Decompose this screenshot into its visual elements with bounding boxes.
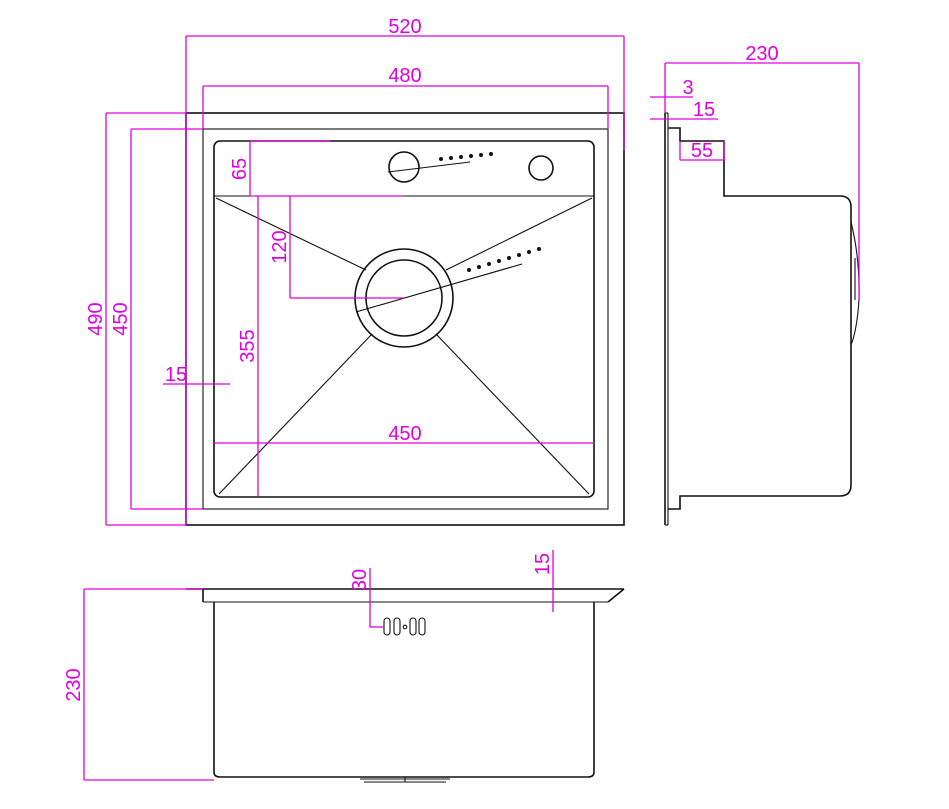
dim-front-rim-height: 15: [532, 550, 554, 612]
dim-step-width: 55: [679, 140, 725, 162]
dim-side-rim-height: 15: [650, 99, 718, 121]
sink-deck-outline: [213, 140, 595, 498]
svg-text:480: 480: [388, 65, 421, 87]
front-rim-edge: [607, 588, 625, 603]
dim-deck-depth: 65: [229, 140, 404, 197]
bowl-slope-line: [215, 197, 367, 271]
dim-overall-width: 520: [185, 16, 625, 525]
svg-text:520: 520: [388, 16, 421, 38]
side-body-outline: [668, 127, 852, 510]
front-view: 230 30 15: [63, 550, 625, 783]
dim-bowl-width: 450: [214, 423, 594, 445]
bowl-slope-line: [445, 197, 593, 271]
overflow-slots: [383, 617, 426, 636]
dim-front-depth: 230: [63, 588, 214, 781]
sink-inner-rim: [202, 128, 609, 510]
dim-inner-width: 480: [202, 65, 609, 129]
dim-side-depth: 230: [664, 43, 860, 300]
svg-text:15: 15: [165, 364, 187, 386]
svg-text:355: 355: [237, 329, 259, 362]
dim-overall-depth: 490: [85, 112, 186, 526]
svg-text:65: 65: [229, 158, 251, 180]
accessory-hole: [528, 155, 554, 181]
sink-outer-rim: [185, 112, 625, 526]
dim-drain-offset: 120: [269, 196, 404, 299]
bowl-slope-line: [435, 333, 590, 495]
dim-inner-depth: 450: [110, 128, 203, 510]
faucet-hole: [388, 151, 420, 183]
side-view: 230 3 15 55: [650, 43, 860, 526]
drain-spray-line: [355, 263, 523, 313]
drain-spray-dots: [467, 247, 541, 272]
top-view: 520 480 450 490 450 65: [85, 16, 625, 526]
faucet-spray-line: [387, 161, 471, 173]
faucet-spray-dots: [439, 152, 493, 161]
svg-text:55: 55: [691, 140, 713, 162]
svg-text:3: 3: [682, 77, 693, 99]
dim-flange-thickness: 3: [650, 77, 694, 99]
svg-text:120: 120: [269, 230, 291, 263]
svg-text:15: 15: [532, 553, 554, 575]
svg-text:230: 230: [63, 668, 85, 701]
svg-text:450: 450: [110, 302, 132, 335]
dim-rim-edge: 15: [163, 364, 230, 386]
svg-text:15: 15: [693, 99, 715, 121]
svg-text:230: 230: [745, 43, 778, 65]
svg-text:450: 450: [388, 423, 421, 445]
dim-bowl-depth: 355: [237, 196, 259, 497]
svg-text:490: 490: [85, 302, 107, 335]
front-bowl-outline: [213, 602, 595, 778]
bowl-slope-line: [218, 333, 373, 495]
dim-overflow-offset: 30: [349, 568, 384, 628]
svg-text:30: 30: [349, 569, 371, 591]
